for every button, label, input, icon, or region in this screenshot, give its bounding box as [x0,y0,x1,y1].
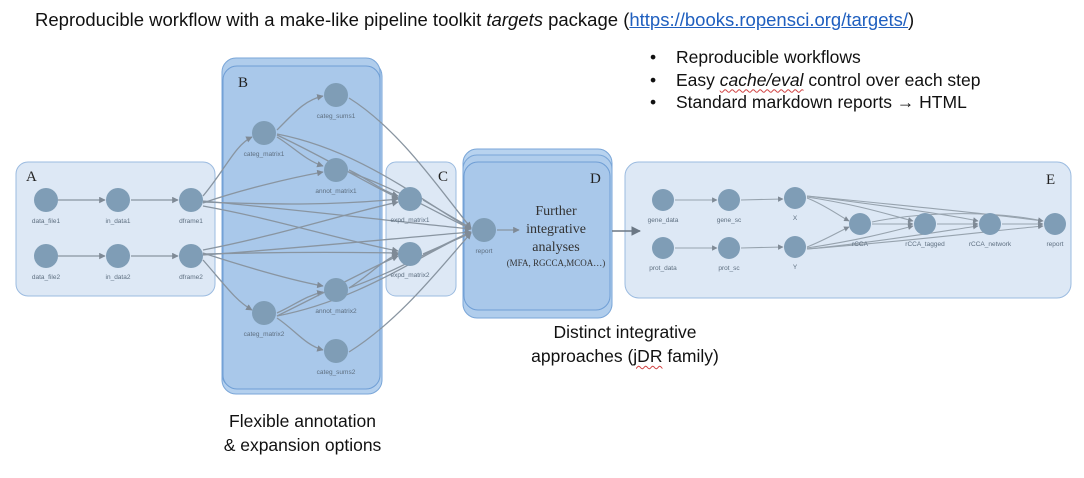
node-rcca-tagged [914,213,936,235]
feature-bullet-list: Reproducible workflows Easy cache/eval c… [648,46,981,114]
title-package-name: targets [486,9,543,30]
label-annot-matrix1: annot_matrix1 [315,188,357,195]
title-prefix: Reproducible workflow with a make-like p… [35,9,487,30]
caption-text-jdr: jDR [633,346,663,366]
node-categ-sums2 [324,339,348,363]
label-gene-sc: gene_sc [717,217,742,224]
node-categ-matrix1 [252,121,276,145]
node-expd-matrix2 [398,242,422,266]
label-annot-matrix2: annot_matrix2 [315,308,357,315]
node-labels: data_file1 data_file2 in_data1 in_data2 … [32,113,1064,376]
bullet-text: Easy [676,69,720,90]
caption-text: family) [662,346,719,366]
label-categ-sums1: categ_sums1 [317,113,356,120]
node-annot-matrix2 [324,278,348,302]
node-categ-sums1 [324,83,348,107]
panel-d-caption: Distinct integrative approaches (jDR fam… [515,320,735,368]
label-data-file1: data_file1 [32,218,61,225]
bullet-reproducible: Reproducible workflows [648,46,981,69]
label-expd-matrix1: expd_matrix1 [390,217,429,224]
label-dframe2: dframe2 [179,274,203,281]
node-rcca-network [979,213,1001,235]
node-categ-matrix2 [252,301,276,325]
node-prot-data [652,237,674,259]
label-data-file2: data_file2 [32,274,61,281]
label-gene-data: gene_data [648,217,679,224]
label-in-data2: in_data2 [106,274,131,281]
label-x: X [793,215,798,222]
label-prot-data: prot_data [649,265,677,272]
caption-line: approaches (jDR family) [515,344,735,368]
label-report-e: report [1047,241,1064,248]
panel-b-caption: Flexible annotation & expansion options [205,409,400,457]
title-suffix: package ( [542,9,630,30]
panel-b-label: B [238,75,248,91]
slide-title: Reproducible workflow with a make-like p… [35,9,914,31]
panel-b [221,57,383,395]
node-dframe1 [179,188,203,212]
label-prot-sc: prot_sc [718,265,740,272]
node-data-file2 [34,244,58,268]
label-categ-matrix1: categ_matrix1 [244,151,285,158]
node-gene-data [652,189,674,211]
pipeline-edges [58,94,520,353]
label-dframe1: dframe1 [179,218,203,225]
bullet-italic-text: cache/eval [719,69,804,90]
panel-d [462,148,613,319]
bullet-markdown-reports: Standard markdown reports → HTML [648,91,981,114]
caption-line: Flexible annotation [229,411,376,431]
node-y [784,236,806,258]
label-rcca: rCCA [852,241,869,248]
node-report [472,218,496,242]
caption-line: Distinct integrative [553,322,697,342]
panel-a-label: A [26,169,37,185]
node-rcca [849,213,871,235]
panel-a [15,161,216,297]
label-expd-matrix2: expd_matrix2 [390,272,429,279]
nodes-group [34,83,1066,363]
panel-d-text-analyses: analyses [532,240,579,255]
targets-docs-link[interactable]: https://books.ropensci.org/targets/ [629,9,909,30]
node-report-e [1044,213,1066,235]
label-categ-matrix2: categ_matrix2 [244,331,285,338]
label-rcca-tagged: rCCA_tagged [905,241,945,248]
bullet-text: control over each step [803,69,981,90]
panel-d-text-methods: (MFA, RGCCA,MCOA…) [507,258,606,268]
label-in-data1: in_data1 [106,218,131,225]
panel-c-label: C [438,169,448,185]
bullet-text: Reproducible workflows [676,47,861,67]
caption-line: & expansion options [223,435,382,455]
title-close: ) [908,9,915,30]
node-data-file1 [34,188,58,212]
panel-e-edges [675,195,1044,251]
node-annot-matrix1 [324,158,348,182]
node-in-data2 [106,244,130,268]
bullet-cache-eval: Easy cache/eval control over each step [648,69,981,92]
panel-d-text-integrative: integrative [526,222,586,237]
node-gene-sc [718,189,740,211]
node-expd-matrix1 [398,187,422,211]
node-x [784,187,806,209]
panel-e-label: E [1046,172,1055,188]
label-report: report [476,248,493,255]
node-prot-sc [718,237,740,259]
panel-d-text-further: Further [535,204,577,219]
caption-text: approaches ( [531,346,634,366]
label-categ-sums2: categ_sums2 [317,369,356,376]
node-dframe2 [179,244,203,268]
label-rcca-network: rCCA_network [969,241,1012,248]
panel-d-label: D [590,171,601,187]
node-in-data1 [106,188,130,212]
bullet-text: Standard markdown reports → HTML [676,92,967,112]
label-y: Y [793,264,798,271]
